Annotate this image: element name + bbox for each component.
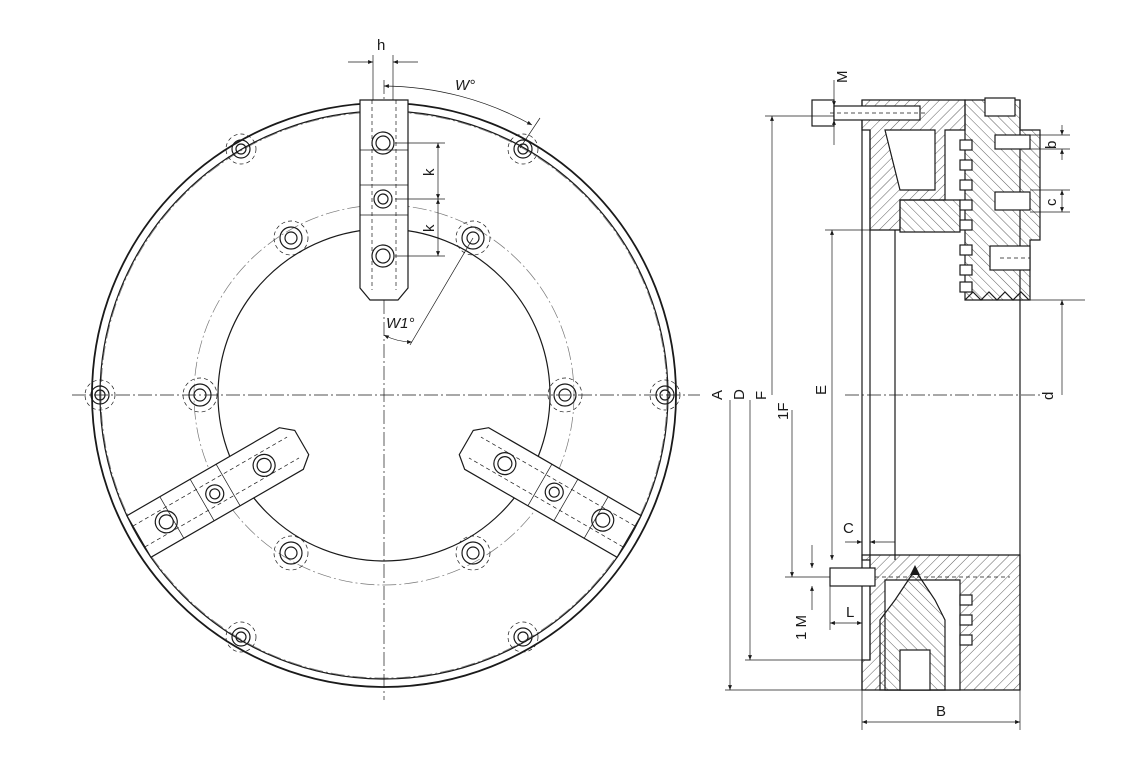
jaw-lower-left — [126, 427, 310, 559]
dimension-c: c — [1030, 189, 1070, 213]
dimension-w1-angle: W1° — [383, 237, 474, 346]
label-c: c — [1043, 198, 1060, 206]
label-k-upper: k — [421, 168, 438, 176]
label-b-width: B — [936, 703, 946, 720]
dimension-1m: 1 M — [793, 545, 814, 640]
dimension-k: k k — [395, 142, 445, 257]
label-k-lower: k — [421, 224, 438, 232]
dimension-d-upper: D — [731, 389, 862, 661]
side-section-view: M b c d A — [709, 71, 1085, 730]
dimension-c-upper: C — [843, 520, 895, 560]
dimension-h: h — [348, 37, 418, 100]
dimension-m-top: M — [832, 71, 851, 145]
jaw-serrations — [959, 139, 1030, 301]
dimension-1f: 1F — [775, 402, 830, 578]
jaw-lower-right — [458, 427, 642, 559]
label-1m: 1 M — [793, 615, 810, 640]
inner-bolt-holes — [182, 220, 583, 571]
dimension-w-angle: W° — [383, 77, 541, 149]
label-e: E — [813, 385, 830, 395]
dimension-d: d — [1030, 299, 1085, 400]
dimension-b: b — [1030, 125, 1070, 160]
dimension-b-width: B — [861, 690, 1021, 730]
label-f: F — [753, 391, 770, 400]
top-mounting-bolt — [811, 99, 925, 127]
label-a: A — [709, 390, 726, 400]
dimension-l: L — [829, 586, 863, 630]
dimension-f: F — [753, 115, 834, 400]
label-l: L — [846, 604, 854, 621]
label-1f: 1F — [775, 402, 792, 420]
label-c-upper: C — [843, 520, 854, 537]
jaw-top — [359, 99, 409, 301]
label-d: d — [1040, 392, 1057, 400]
label-d-upper: D — [731, 389, 748, 400]
label-w1: W1° — [386, 315, 415, 332]
label-m-top: M — [834, 71, 851, 84]
label-h: h — [377, 37, 385, 54]
dimension-e: E — [813, 229, 900, 560]
front-view: h W° k k W1° — [72, 37, 700, 700]
dimension-a: A — [709, 390, 862, 691]
label-b: b — [1043, 141, 1060, 149]
label-w: W° — [455, 77, 475, 94]
